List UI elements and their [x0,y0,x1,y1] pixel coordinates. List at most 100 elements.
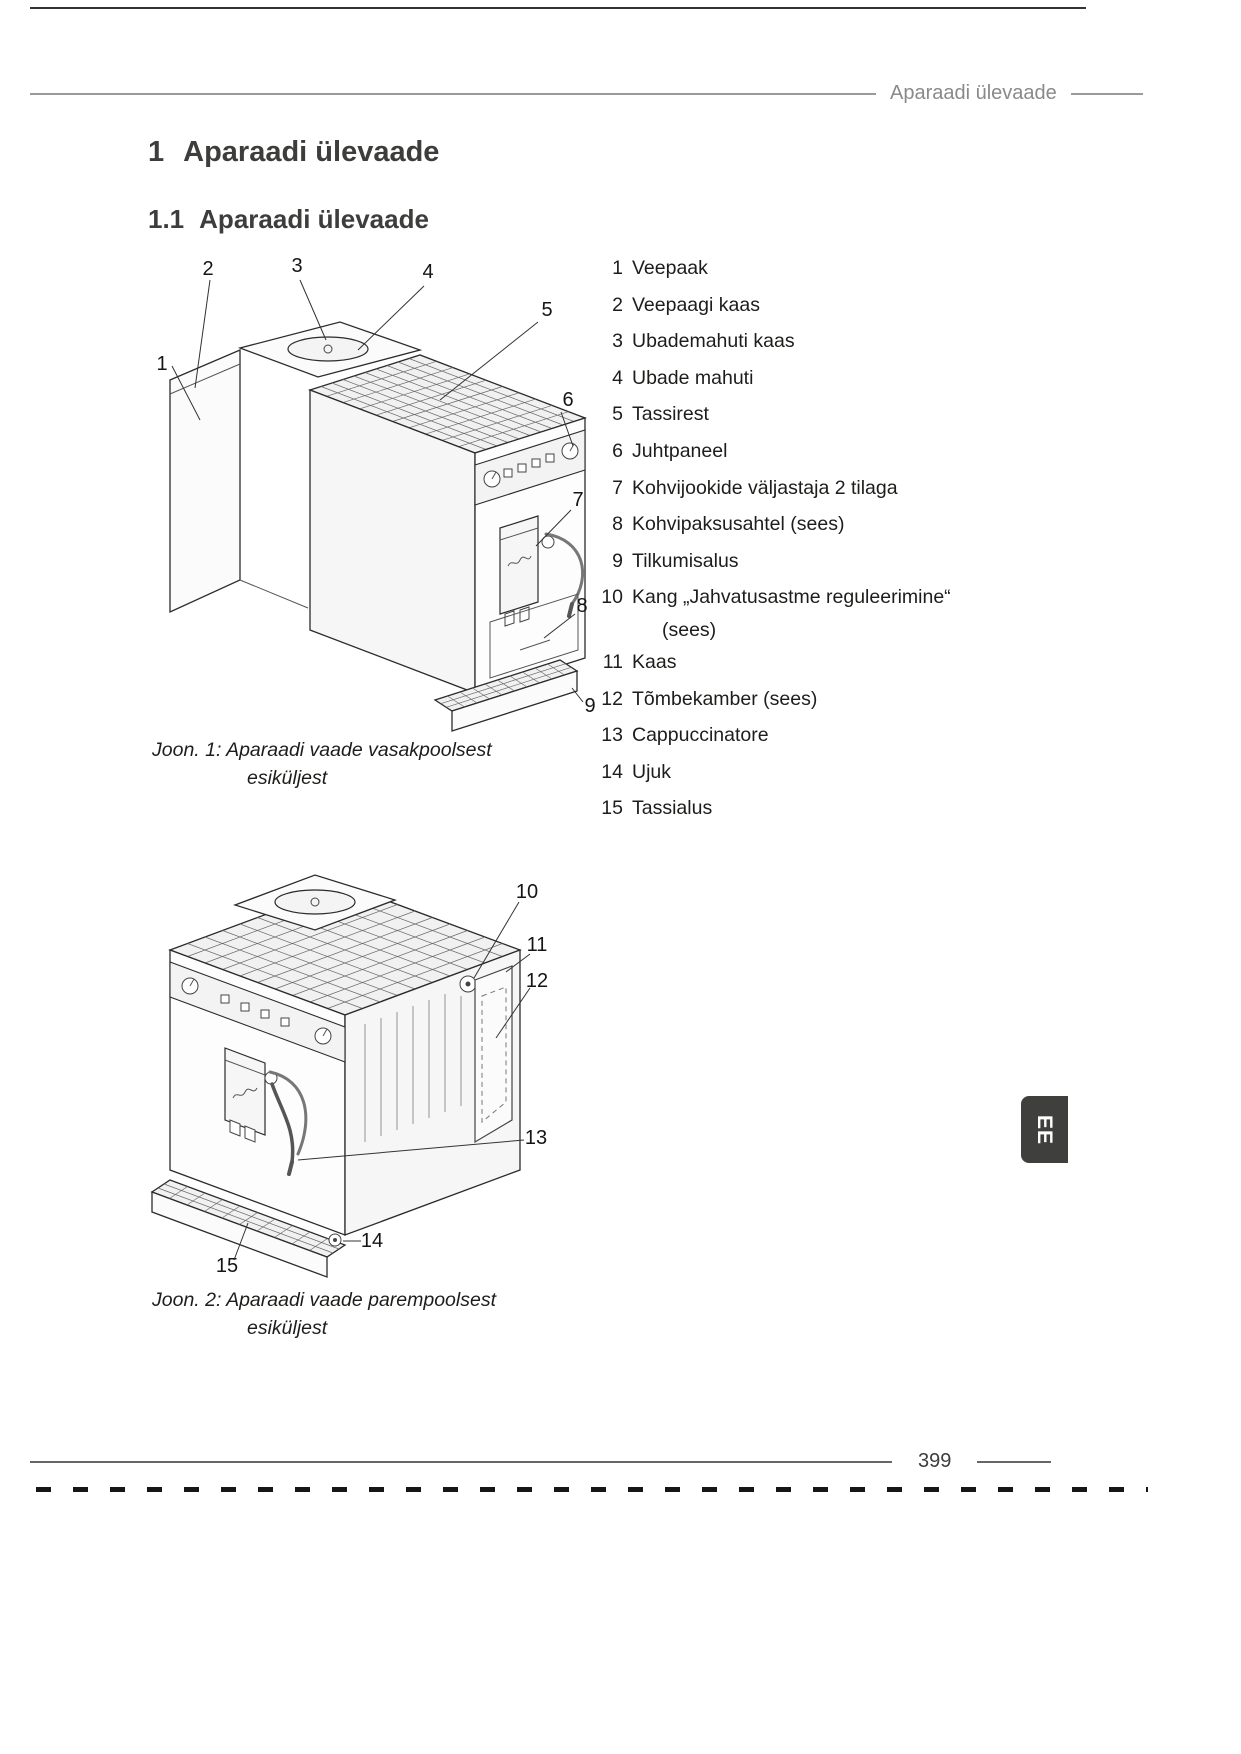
figure-2-caption: Joon. 2: Aparaadi vaade parempoolsest es… [152,1286,622,1342]
legend-item-number: 7 [612,476,623,499]
callout-leader-lines [233,901,531,1261]
legend-item-label: Kang „Jahvatusastme reguleerimine“ (sees… [632,579,951,644]
header-rule-right [1070,92,1143,95]
coffee-outlet [224,1047,266,1143]
figure-1-caption-line2: esiküljest [247,767,328,789]
section-number: 1 [148,136,165,168]
bean-container-lid [237,321,423,378]
outlet-spout [244,1125,256,1143]
callout-leader-lines [171,279,584,703]
coffee-outlet [499,515,539,627]
control-panel [474,429,586,506]
legend-item-number: 10 [601,586,623,609]
bottom-registration-marks [36,1487,1148,1492]
callout-12-label: 12 [526,970,548,992]
callout-11-label: 11 [527,934,548,956]
legend-item: 5 Tassirest [596,396,1096,433]
language-tab: EE [1021,1096,1068,1163]
language-tab-label: EE [1033,1114,1057,1145]
callout-6-label: 6 [562,389,573,411]
callout-2-label: 2 [202,258,213,280]
legend-item-label-line1: Kang „Jahvatusastme reguleerimine“ [632,586,951,609]
legend-item-label: Ubade mahuti [632,366,754,389]
panel-button [260,1009,270,1019]
panel-button [220,994,230,1004]
legend-item: 10 Kang „Jahvatusastme reguleerimine“ (s… [596,579,1096,644]
legend-item-number: 14 [601,760,623,783]
float [328,1233,342,1247]
callout-5-label: 5 [541,299,552,321]
legend-item: 12 Tõmbekamber (sees) [596,681,1096,718]
outlet-spout [519,606,530,623]
legend-item-label: Tõmbekamber (sees) [632,687,818,710]
legend-item-number: 3 [612,330,623,353]
panel-button [503,468,513,478]
legend-item-number: 12 [601,687,623,710]
legend-item-number: 11 [602,650,623,673]
page-footer: 399 [30,1450,1070,1473]
legend-item: 15 Tassialus [596,790,1096,827]
legend-item-label: Juhtpaneel [632,439,728,462]
section-text: Aparaadi ülevaade [183,136,440,168]
running-header: Aparaadi ülevaade [30,82,1162,105]
callout-14-label: 14 [361,1230,383,1252]
callout-4-label: 4 [422,261,433,283]
bean-container-lid [232,874,398,931]
legend-item-label: Veepaagi kaas [632,293,760,316]
legend-item-number: 2 [612,293,623,316]
legend-item: 3 Ubademahuti kaas [596,323,1096,360]
side-cover [474,965,513,1144]
footer-rule-right [977,1460,1052,1463]
cappuccinatore [264,1070,308,1176]
grounds-drawer [489,593,579,679]
legend-item-number: 15 [601,797,623,820]
panel-button [531,458,541,468]
page-number: 399 [918,1450,952,1472]
figure-2-caption-line1: Joon. 2: Aparaadi vaade parempoolsest [152,1289,497,1311]
callout-10-label: 10 [516,881,538,903]
legend-item-label: Cappuccinatore [632,724,769,747]
brand-script [232,1087,258,1099]
brand-script [507,555,532,567]
outlet-spout [229,1119,241,1137]
grind-lever-emblem [459,975,477,993]
figure-1-caption-line1: Joon. 1: Aparaadi vaade vasakpoolsest [152,739,492,761]
legend-item-label: Tassirest [632,403,709,426]
subsection-text: Aparaadi ülevaade [199,204,429,234]
legend-item-number: 13 [601,724,623,747]
legend-item-label: Tilkumisalus [632,549,739,572]
legend-item-number: 5 [612,403,623,426]
legend-item-label: Kohvijookide väljastaja 2 tilaga [632,476,898,499]
callout-1-label: 1 [156,353,167,375]
legend-item-label: Ubademahuti kaas [632,330,795,353]
callout-15-label: 15 [216,1255,238,1277]
figure-1-drawing: 1 2 3 4 5 6 7 8 9 [156,255,596,732]
legend-item: 7 Kohvijookide väljastaja 2 tilaga [596,470,1096,507]
legend-item: 4 Ubade mahuti [596,360,1096,397]
figure-2-caption-line2: esiküljest [247,1317,328,1339]
legend-item-label: Ujuk [632,760,672,783]
callout-13-label: 13 [525,1127,547,1149]
legend-item-number: 8 [612,513,623,536]
legend-item-label: Tassialus [632,797,713,820]
outlet-spout [504,610,515,627]
legend-item-number: 4 [612,366,623,389]
header-rule-left [30,92,876,95]
callout-8-label: 8 [576,595,587,617]
callout-7-label: 7 [572,489,583,511]
figure-1-caption: Joon. 1: Aparaadi vaade vasakpoolsest es… [152,736,622,792]
running-header-title: Aparaadi ülevaade [890,82,1057,104]
callout-3-label: 3 [291,255,302,277]
side-vents [364,994,462,1142]
drip-tray [150,1179,347,1278]
panel-button [517,463,527,473]
legend-item: 14 Ujuk [596,754,1096,791]
panel-button [545,453,555,463]
subsection-title: 1.1 Aparaadi ülevaade [148,204,429,235]
callout-9-label: 9 [584,695,595,717]
